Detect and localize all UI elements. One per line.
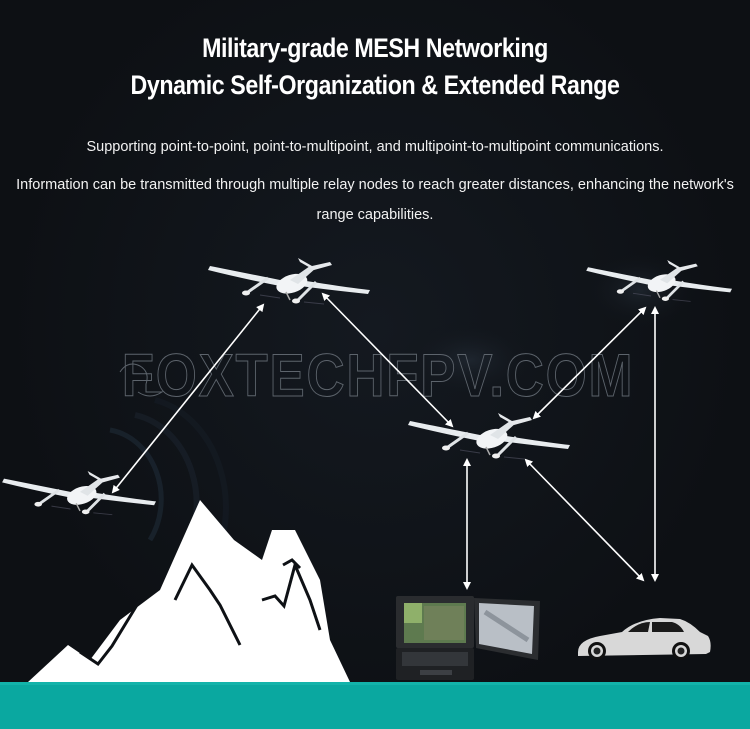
watermark: FOXTECHFPV.COM <box>119 341 634 409</box>
vehicle-car-icon <box>578 618 711 660</box>
footer-band <box>0 682 750 729</box>
page-title-line-2: Dynamic Self-Organization & Extended Ran… <box>130 70 620 100</box>
mesh-links <box>111 292 659 590</box>
drone-left <box>0 469 158 517</box>
description-line-2: Information can be transmitted through m… <box>16 177 734 223</box>
link-left-topcenter <box>111 303 265 494</box>
ground-station-laptop-icon <box>396 596 540 680</box>
link-relay-car <box>524 458 645 582</box>
drone-top-center <box>206 256 372 306</box>
description-line-1: Supporting point-to-point, point-to-mult… <box>86 139 664 155</box>
mountains-illustration <box>28 500 350 682</box>
drone-relay-center <box>406 411 572 461</box>
link-topcenter-relay <box>321 292 454 428</box>
link-topright-relay <box>532 306 647 420</box>
page-title-line-1: Military-grade MESH Networking <box>202 33 548 63</box>
svg-text:FOXTECHFPV.COM: FOXTECHFPV.COM <box>122 342 634 409</box>
